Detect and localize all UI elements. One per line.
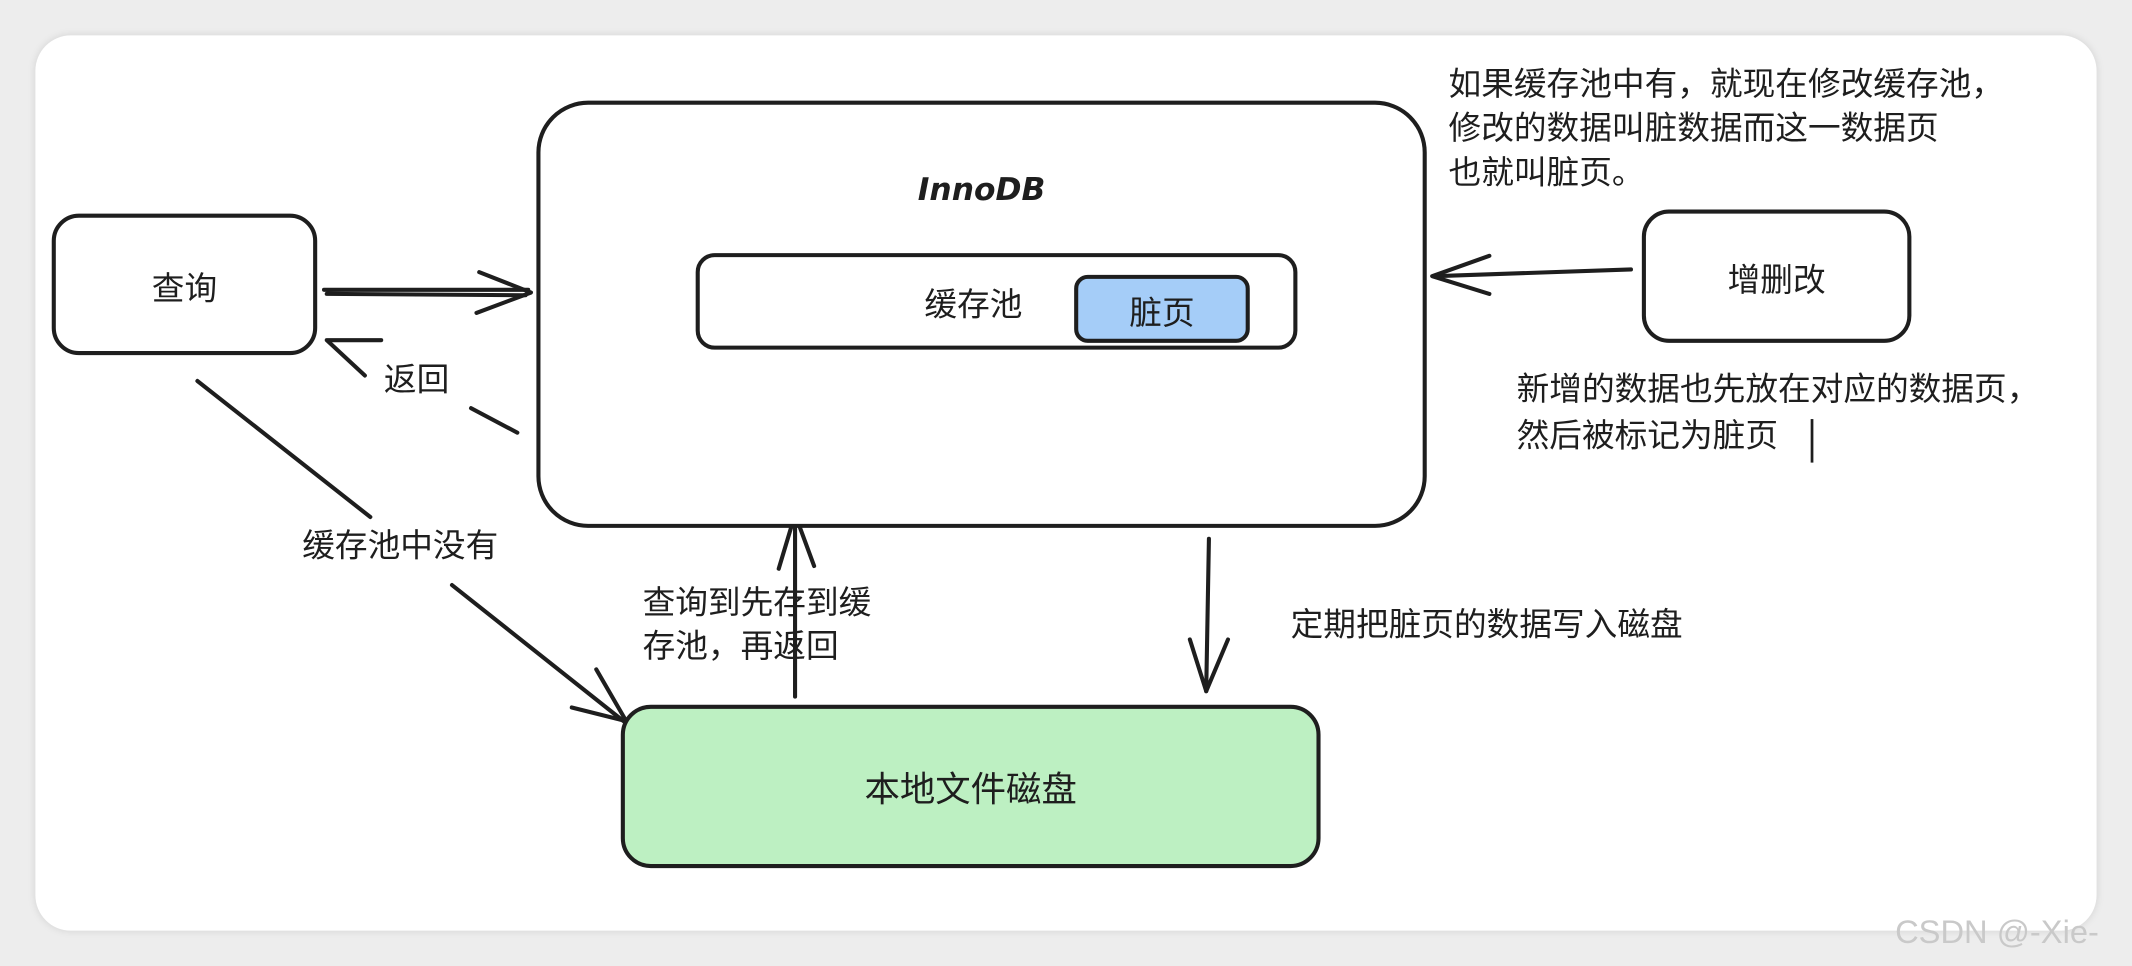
innodb-node-label: InnoDB [917,172,1046,209]
query-node: 查询 [51,213,318,356]
crud-node-label: 增删改 [1727,260,1826,299]
arrowhead-return-to-query [324,338,384,378]
edge-label-load-then-return: 查询到先存到缓 存池，再返回 [642,583,872,665]
arrowhead-query-to-disk [569,667,629,724]
arrowhead-crud-to-innodb [1430,253,1492,296]
edge-label-return: 返回 [383,360,450,399]
arrow-query-to-innodb [321,287,531,298]
edge-label-flush: 定期把脏页的数据写入磁盘 [1290,605,1683,644]
text-cursor [1810,419,1814,463]
arrow-query-to-disk-lower [449,583,626,724]
arrow-query-to-disk-upper [195,378,373,520]
disk-node-label: 本地文件磁盘 [864,769,1077,811]
watermark: CSDN @-Xie- [1895,914,2099,952]
arrow-return-to-query [469,406,520,435]
crud-node: 增删改 [1641,209,1912,343]
dirty-page-label: 脏页 [1129,293,1195,332]
edge-label-not-in-pool: 缓存池中没有 [302,526,499,565]
dirty-page-node: 脏页 [1074,274,1250,343]
query-node-label: 查询 [151,268,218,307]
arrow-crud-to-innodb [1432,267,1633,279]
note-modify: 如果缓存池中有，就现在修改缓存池， 修改的数据叫脏数据而这一数据页 也就叫脏页。 [1448,65,2004,192]
arrowhead-query-to-innodb [474,270,533,315]
arrow-innodb-to-disk [1204,536,1211,694]
disk-node: 本地文件磁盘 [620,704,1321,869]
buffer-pool-label: 缓存池 [924,285,1023,324]
arrowhead-innodb-to-disk [1187,637,1231,694]
note-insert: 新增的数据也先放在对应的数据页， 然后被标记为脏页 [1516,370,2040,454]
